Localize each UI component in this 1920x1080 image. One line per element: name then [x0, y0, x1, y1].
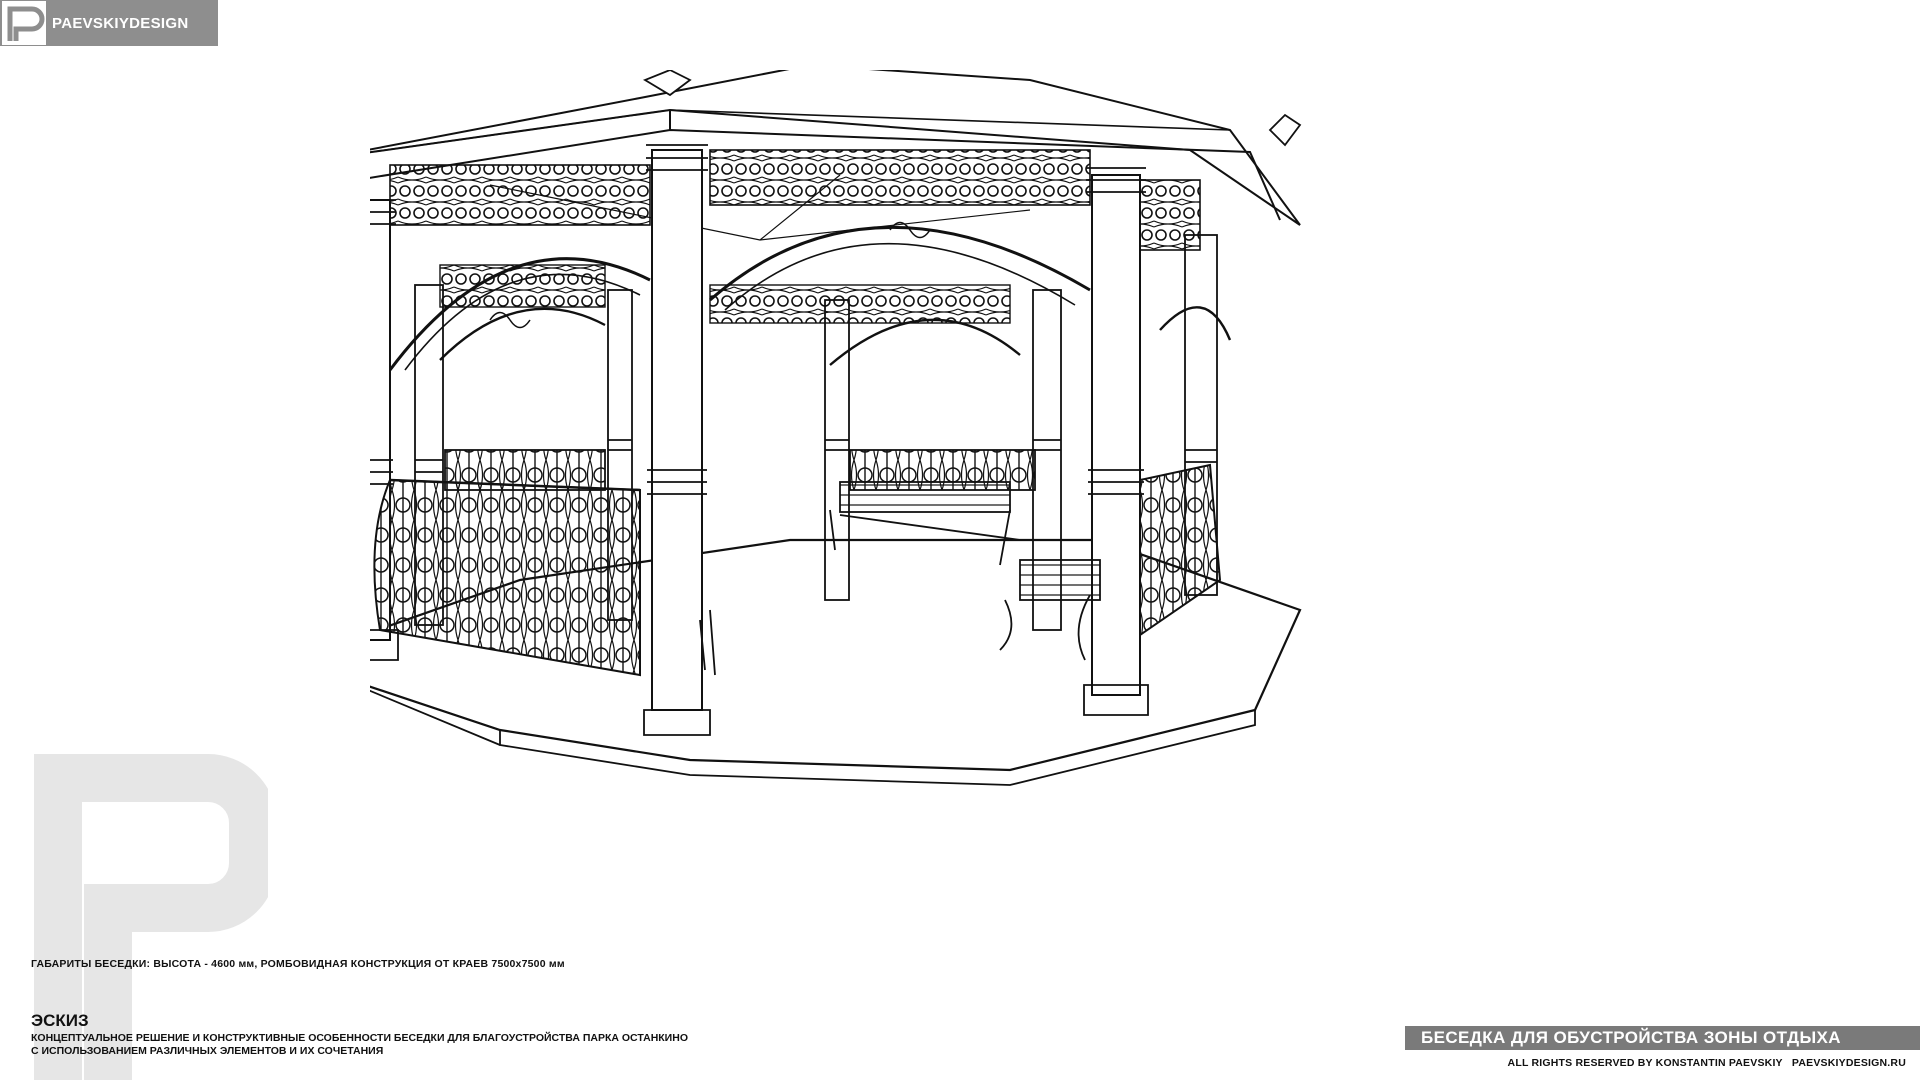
- sketch-title: ЭСКИЗ: [31, 1011, 89, 1030]
- sketch-line-1: КОНЦЕПТУАЛЬНОЕ РЕШЕНИЕ И КОНСТРУКТИВНЫЕ …: [31, 1032, 688, 1044]
- sketch-description: КОНЦЕПТУАЛЬНОЕ РЕШЕНИЕ И КОНСТРУКТИВНЫЕ …: [31, 1032, 811, 1057]
- rights-text: ALL RIGHTS RESERVED BY KONSTANTIN PAEVSK…: [1507, 1057, 1906, 1069]
- dimensions-text: ГАБАРИТЫ БЕСЕДКИ: ВЫСОТА - 4600 мм, РОМБ…: [31, 958, 565, 970]
- brand-bar: PAEVSKIYDESIGN: [0, 0, 218, 46]
- sketch-line-2: С ИСПОЛЬЗОВАНИЕМ РАЗЛИЧНЫХ ЭЛЕМЕНТОВ И И…: [31, 1044, 384, 1057]
- p-logo-icon: [2, 1, 46, 45]
- project-title-bar: БЕСЕДКА ДЛЯ ОБУСТРОЙСТВА ЗОНЫ ОТДЫХА: [1405, 1026, 1920, 1050]
- brand-name: PAEVSKIYDESIGN: [52, 14, 189, 32]
- p-logo-watermark-icon: [34, 754, 268, 1080]
- gazebo-drawing: [370, 70, 1302, 786]
- project-title: БЕСЕДКА ДЛЯ ОБУСТРОЙСТВА ЗОНЫ ОТДЫХА: [1421, 1028, 1841, 1047]
